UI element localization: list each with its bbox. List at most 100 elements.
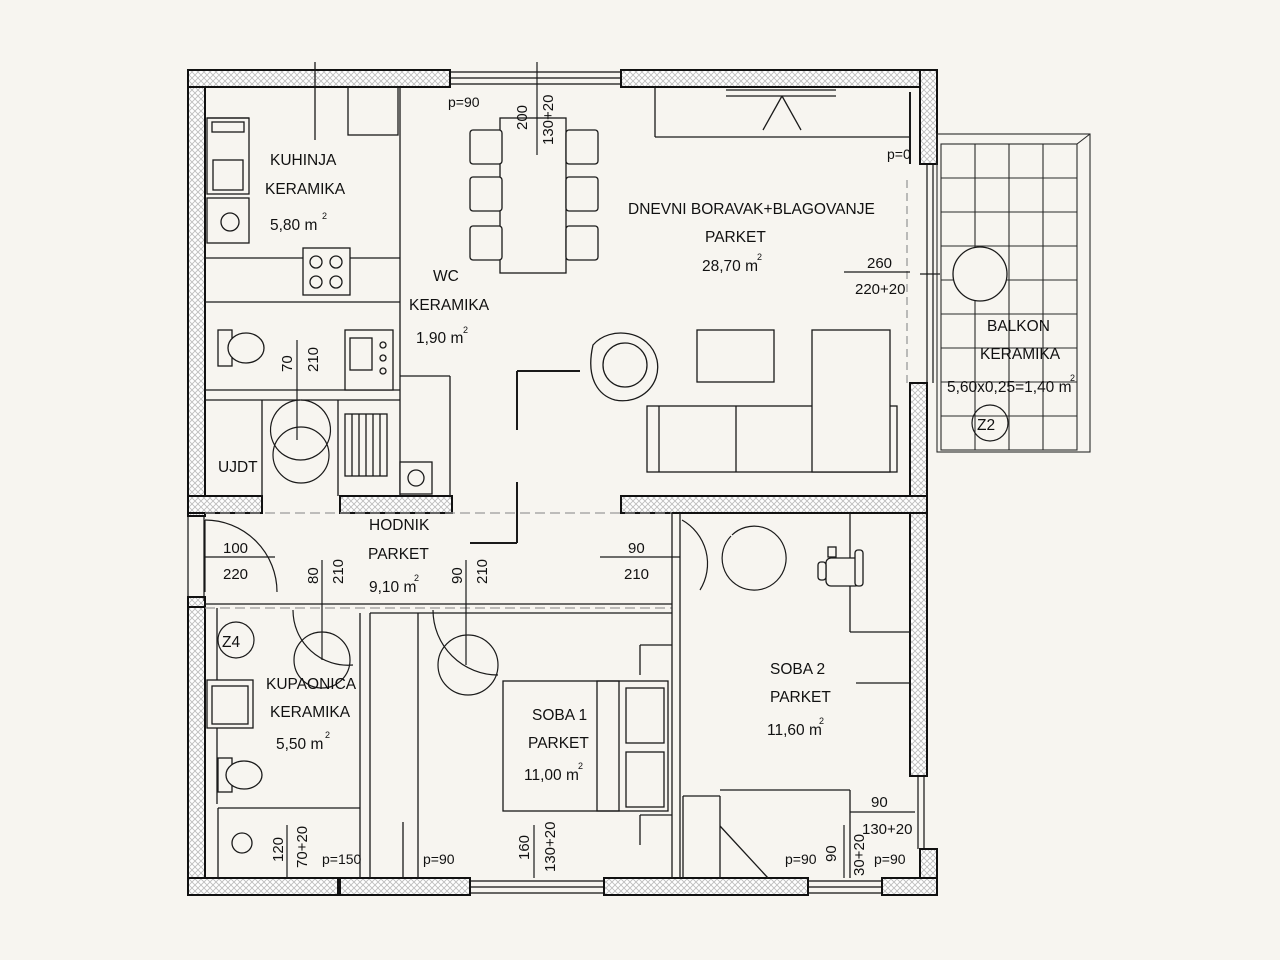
kitchen-area: 5,80 m xyxy=(270,217,317,234)
dim-room2-door-top: 90 xyxy=(628,540,645,557)
hall-area-sup: 2 xyxy=(414,573,419,583)
dim-bath-door-h: 210 xyxy=(330,559,347,584)
markers: Z2 Z4 xyxy=(222,417,995,651)
dim-room1-win-w: 160 xyxy=(516,835,533,860)
dim-room1-door-h: 210 xyxy=(474,559,491,584)
dim-bath-win-h: 70+20 xyxy=(294,826,311,868)
dim-bath-win-w: 120 xyxy=(270,837,287,862)
balcony-floor: KERAMIKA xyxy=(980,346,1061,363)
wall-bottom-1 xyxy=(187,877,339,896)
wc-floor: KERAMIKA xyxy=(409,297,490,314)
dim-living-window-bottom: 220+20 xyxy=(855,281,905,298)
hall-floor: PARKET xyxy=(368,546,429,563)
wall-bottom-4 xyxy=(881,877,938,896)
dimensions: 260 220+20 100 220 90 210 90 130+20 200 … xyxy=(205,62,915,878)
wall-hall-top-right xyxy=(620,495,928,514)
balcony-area-sup: 2 xyxy=(1070,373,1075,383)
dim-dining-w1: 200 xyxy=(514,105,531,130)
sill-room2-bottom-2: p=90 xyxy=(874,851,906,867)
sill-room1-bottom: p=90 xyxy=(423,851,455,867)
dim-room2-win2-w: 90 xyxy=(823,845,840,862)
dim-wc-door-w: 70 xyxy=(279,355,296,372)
hall-area: 9,10 m xyxy=(369,579,416,596)
dim-bath-door-w: 80 xyxy=(305,567,322,584)
marker-z2: Z2 xyxy=(977,417,995,434)
wall-left-upper xyxy=(187,69,206,517)
wall-top-right xyxy=(620,69,938,88)
fridge xyxy=(206,117,250,195)
balcony-name: BALKON xyxy=(987,318,1050,335)
kitchen-floor: KERAMIKA xyxy=(265,181,346,198)
wall-right-mid xyxy=(909,382,928,499)
furniture xyxy=(206,117,1008,854)
dim-dining-w2: 130+20 xyxy=(540,95,557,145)
desk-chair xyxy=(817,546,864,587)
wall-hall-top-left xyxy=(187,495,263,514)
room1-name: SOBA 1 xyxy=(532,707,587,724)
wall-top-left xyxy=(187,69,451,88)
dim-room1-win-h: 130+20 xyxy=(542,822,559,872)
dining-chair xyxy=(469,225,503,261)
room2-floor: PARKET xyxy=(770,689,831,706)
hall-name: HODNIK xyxy=(369,517,430,534)
walls xyxy=(187,69,938,896)
dim-room2-window-bottom: 130+20 xyxy=(862,821,912,838)
sill-kitchen-top: p=90 xyxy=(448,94,480,110)
dim-room1-door-w: 90 xyxy=(449,567,466,584)
sill-heights: p=90 p=0 p=150 p=90 p=90 p=90 xyxy=(322,94,911,867)
radiator xyxy=(344,413,388,477)
room1-floor: PARKET xyxy=(528,735,589,752)
sill-room2-bottom-1: p=90 xyxy=(785,851,817,867)
marker-circle-z2 xyxy=(971,404,1009,442)
dim-room2-door-bottom: 210 xyxy=(624,566,649,583)
dim-room2-win2-h: 30+20 xyxy=(851,834,868,876)
room2-name: SOBA 2 xyxy=(770,661,825,678)
room1-area-sup: 2 xyxy=(578,761,583,771)
living-name: DNEVNI BORAVAK+BLAGOVANJE xyxy=(628,201,875,218)
double-bed xyxy=(502,680,669,812)
living-floor: PARKET xyxy=(705,229,766,246)
wall-right-lower xyxy=(909,510,928,777)
dining-chair xyxy=(565,176,599,212)
dim-living-window-top: 260 xyxy=(867,255,892,272)
storage-name: UJDT xyxy=(218,459,258,476)
kitchen-name: KUHINJA xyxy=(270,152,337,169)
wc-area-sup: 2 xyxy=(463,325,468,335)
sill-living-right: p=0 xyxy=(887,146,911,162)
dining-chair xyxy=(469,176,503,212)
bathroom-area: 5,50 m xyxy=(276,736,323,753)
bathtub-shower xyxy=(206,679,254,729)
dining-chair xyxy=(565,225,599,261)
room2-area: 11,60 m xyxy=(767,722,822,739)
wall-bottom-2 xyxy=(339,877,471,896)
dining-chair xyxy=(469,129,503,165)
living-area: 28,70 m xyxy=(702,258,758,275)
dim-room2-window-top: 90 xyxy=(871,794,888,811)
wc-name: WC xyxy=(433,268,459,285)
room1-area: 11,00 m xyxy=(524,767,579,784)
room2-area-sup: 2 xyxy=(819,716,824,726)
balcony-area: 5,60x0,25=1,40 m xyxy=(947,379,1072,396)
wall-hall-top-mid xyxy=(339,495,453,514)
dim-wc-door-h: 210 xyxy=(305,347,322,372)
coffee-table xyxy=(696,329,775,383)
sofa-chaise xyxy=(811,329,891,473)
boiler xyxy=(399,461,433,495)
wc-area: 1,90 m xyxy=(416,330,463,347)
balcony-grid xyxy=(936,133,1091,453)
wall-bath-top xyxy=(187,596,206,608)
sill-bath-bottom: p=150 xyxy=(322,851,362,867)
dim-entry-top: 100 xyxy=(223,540,248,557)
wall-bottom-3 xyxy=(603,877,809,896)
marker-circle-z4 xyxy=(217,621,255,659)
dining-chair xyxy=(565,129,599,165)
balcony-table xyxy=(952,246,1008,302)
wall-left-lower xyxy=(187,600,206,896)
room-labels: KUHINJA KERAMIKA 5,80 m 2 DNEVNI BORAVAK… xyxy=(218,152,1075,784)
bathroom-name: KUPAONICA xyxy=(266,676,357,693)
living-area-sup: 2 xyxy=(757,252,762,262)
stove xyxy=(302,247,351,296)
dim-entry-bottom: 220 xyxy=(223,566,248,583)
bathroom-area-sup: 2 xyxy=(325,730,330,740)
